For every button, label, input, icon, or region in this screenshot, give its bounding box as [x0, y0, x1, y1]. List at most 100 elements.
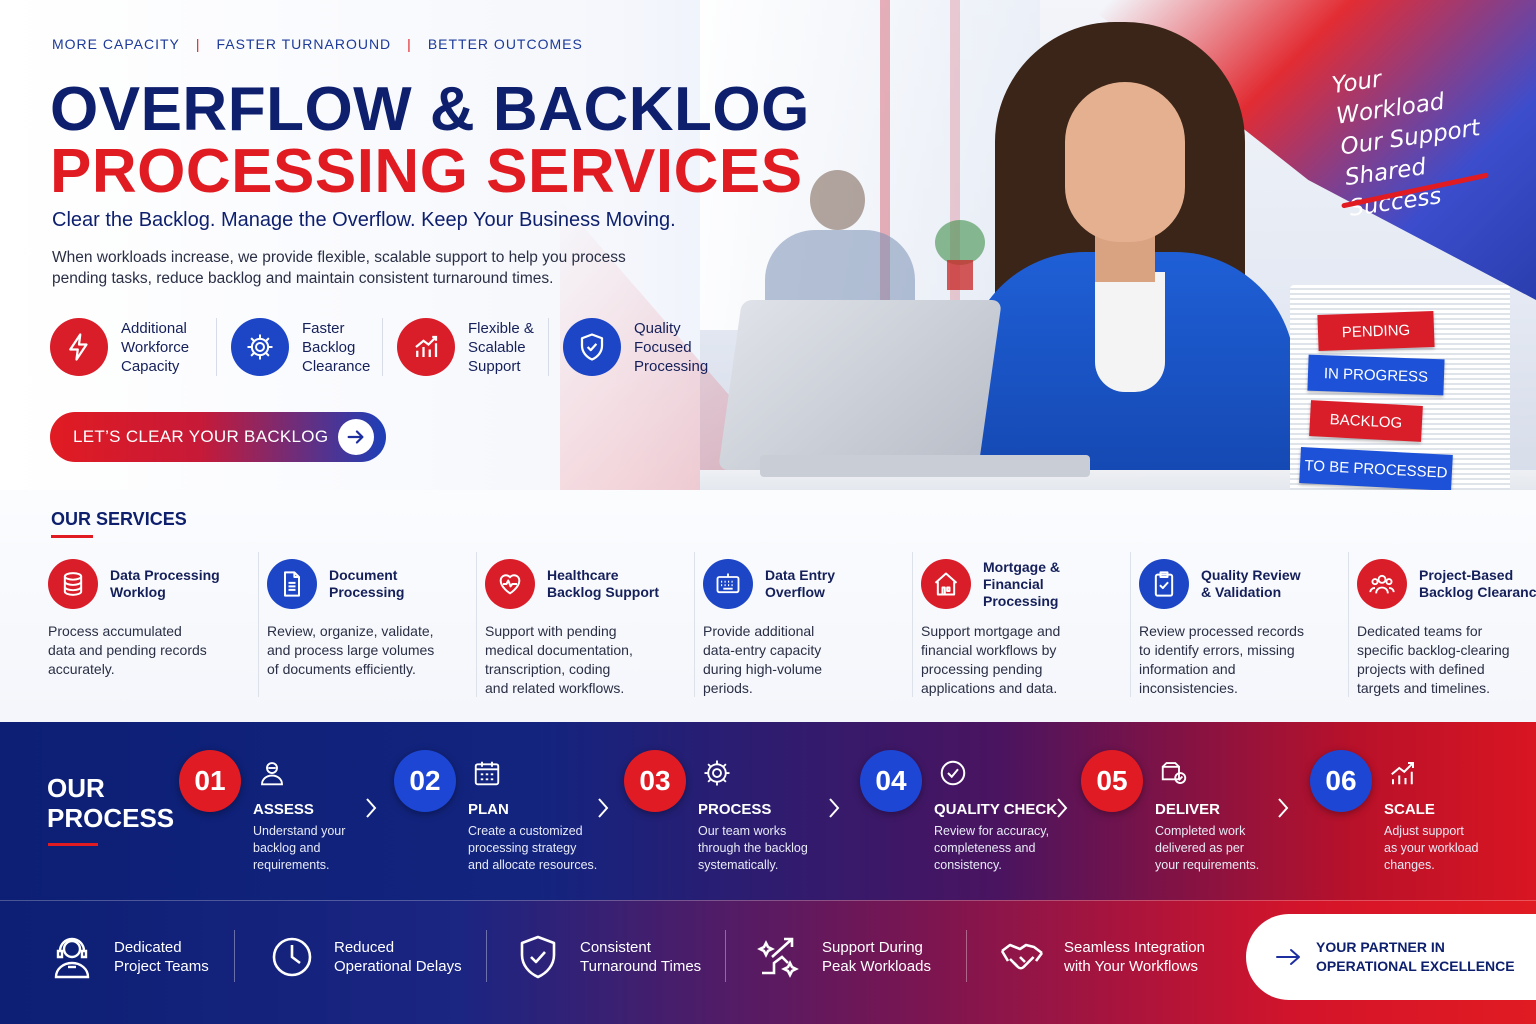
lightning-icon	[50, 318, 108, 376]
peak-growth-icon	[757, 937, 799, 978]
step-description: Adjust support as your workload changes.	[1384, 824, 1479, 872]
window-pillar	[950, 0, 960, 320]
process-step: 01 ASSESS Understand your backlog and re…	[179, 750, 409, 890]
feature-label: Additional Workforce Capacity	[121, 319, 190, 375]
benefit-divider	[725, 930, 726, 982]
process-title-line: PROCESS	[47, 803, 175, 833]
service-card: Project-Based Backlog Clearance Dedicate…	[1348, 552, 1536, 697]
hero-description: When workloads increase, we provide flex…	[52, 249, 626, 287]
feature-item: Quality Focused Processing	[548, 318, 714, 376]
hero-section: PENDING IN PROGRESS BACKLOG TO BE PROCES…	[0, 0, 1536, 500]
cta-label: LET’S CLEAR YOUR BACKLOG	[73, 427, 329, 446]
chevron-right-icon	[829, 798, 840, 818]
step-description: Review for accuracy, completeness and co…	[934, 824, 1050, 872]
paper-stack: PENDING IN PROGRESS BACKLOG TO BE PROCES…	[1280, 285, 1520, 500]
step-title: QUALITY CHECK	[934, 801, 1058, 818]
tagline-separator: |	[195, 36, 201, 52]
benefit-label: Dedicated Project Teams	[114, 939, 209, 975]
benefit-divider	[486, 930, 487, 982]
tagline-item: MORE CAPACITY	[52, 36, 180, 52]
partner-text: YOUR PARTNER IN OPERATIONAL EXCELLENCE	[1316, 939, 1515, 974]
status-tag-backlog: BACKLOG	[1309, 400, 1423, 442]
database-icon	[48, 559, 98, 609]
hero-subtitle: Clear the Backlog. Manage the Overflow. …	[52, 209, 676, 231]
process-step: 05 DELIVER Completed work delivered as p…	[1081, 750, 1311, 890]
services-title: OUR SERVICES	[51, 509, 187, 529]
service-description: Review processed records to identify err…	[1139, 623, 1304, 696]
clear-backlog-button[interactable]: LET’S CLEAR YOUR BACKLOG	[50, 412, 386, 462]
service-description: Dedicated teams for specific backlog-cle…	[1357, 623, 1510, 696]
heart-pulse-icon	[485, 559, 535, 609]
services-list: Data Processing Worklog Process accumula…	[40, 552, 1536, 697]
benefit-label: Consistent Turnaround Times	[580, 939, 702, 975]
step-title: PLAN	[468, 801, 509, 818]
step-number: 02	[394, 750, 456, 812]
step-number: 01	[179, 750, 241, 812]
handshake-icon	[1000, 943, 1044, 970]
feature-list: Additional Workforce Capacity Faster Bac…	[50, 318, 714, 376]
shield-check-icon	[563, 318, 621, 376]
service-card: Healthcare Backlog Support Support with …	[476, 552, 694, 697]
service-card: Quality Review & Validation Review proce…	[1130, 552, 1348, 697]
feature-item: Additional Workforce Capacity	[50, 318, 216, 376]
feature-label: Flexible & Scalable Support	[468, 319, 534, 375]
step-number: 06	[1310, 750, 1372, 812]
arrow-right-icon	[1276, 949, 1300, 965]
feature-label: Faster Backlog Clearance	[302, 319, 371, 375]
tagline-separator: |	[407, 36, 412, 52]
keyboard-icon	[703, 559, 753, 609]
service-card: Data Entry Overflow Provide additional d…	[694, 552, 912, 697]
step-number: 04	[860, 750, 922, 812]
benefit-item: Seamless Integration with Your Workflows	[998, 929, 1205, 985]
benefit-item: Dedicated Project Teams	[48, 929, 209, 985]
bar-chart-icon	[397, 318, 455, 376]
service-name: Document Processing	[329, 567, 405, 600]
headset-agent-icon	[54, 937, 90, 979]
feature-label: Quality Focused Processing	[634, 319, 709, 375]
benefit-item: Support During Peak Workloads	[756, 929, 931, 985]
benefit-item: Consistent Turnaround Times	[514, 929, 701, 985]
process-step: 04 QUALITY CHECK Review for accuracy, co…	[860, 750, 1090, 890]
chevron-right-icon	[1057, 798, 1068, 818]
woman-at-laptop	[925, 22, 1305, 492]
hero-slogan: Your Workload Our Support Shared Success	[1330, 46, 1530, 225]
team-icon	[1357, 559, 1407, 609]
tagline-item: FASTER TURNAROUND	[216, 36, 392, 52]
process-section	[0, 722, 1536, 900]
service-name: Data Entry Overflow	[765, 567, 836, 600]
step-description: Create a customized processing strategy …	[468, 824, 598, 872]
package-check-icon	[1161, 762, 1187, 784]
benefit-divider	[966, 930, 967, 982]
service-description: Support mortgage and financial workflows…	[921, 623, 1061, 696]
chevron-right-icon	[366, 798, 377, 818]
step-title: DELIVER	[1155, 801, 1221, 818]
service-description: Provide additional data-entry capacity d…	[703, 623, 823, 696]
feature-item: Flexible & Scalable Support	[382, 318, 548, 376]
laptop	[718, 300, 1002, 470]
partner-badge: YOUR PARTNER IN OPERATIONAL EXCELLENCE	[1246, 914, 1536, 1000]
house-icon	[921, 559, 971, 609]
benefit-item: Reduced Operational Delays	[268, 929, 462, 985]
feature-item: Faster Backlog Clearance	[216, 318, 382, 376]
service-name: Data Processing Worklog	[110, 567, 220, 600]
benefit-divider	[234, 930, 235, 982]
tagline-item: BETTER OUTCOMES	[427, 36, 583, 52]
process-title-line: OUR	[47, 773, 105, 803]
benefit-label: Support During Peak Workloads	[822, 939, 931, 975]
gear-icon	[231, 318, 289, 376]
services-section	[0, 490, 1536, 725]
service-card: Data Processing Worklog Process accumula…	[40, 552, 258, 697]
arrow-right-icon	[338, 419, 374, 455]
check-circle-icon	[940, 760, 966, 786]
window-pillar	[880, 0, 890, 320]
chevron-right-icon	[1278, 798, 1289, 818]
service-description: Review, organize, validate, and process …	[267, 623, 435, 677]
process-step: 06 SCALE Adjust support as your workload…	[1310, 750, 1536, 890]
laptop-base	[760, 455, 1090, 477]
step-title: PROCESS	[698, 801, 772, 818]
growth-chart-icon	[1391, 762, 1414, 785]
status-tag-pending: PENDING	[1317, 310, 1435, 352]
clipboard-check-icon	[1139, 559, 1189, 609]
step-description: Completed work delivered as per your req…	[1155, 824, 1260, 872]
hero-tagline: MORE CAPACITY | FASTER TURNAROUND | BETT…	[52, 36, 583, 52]
